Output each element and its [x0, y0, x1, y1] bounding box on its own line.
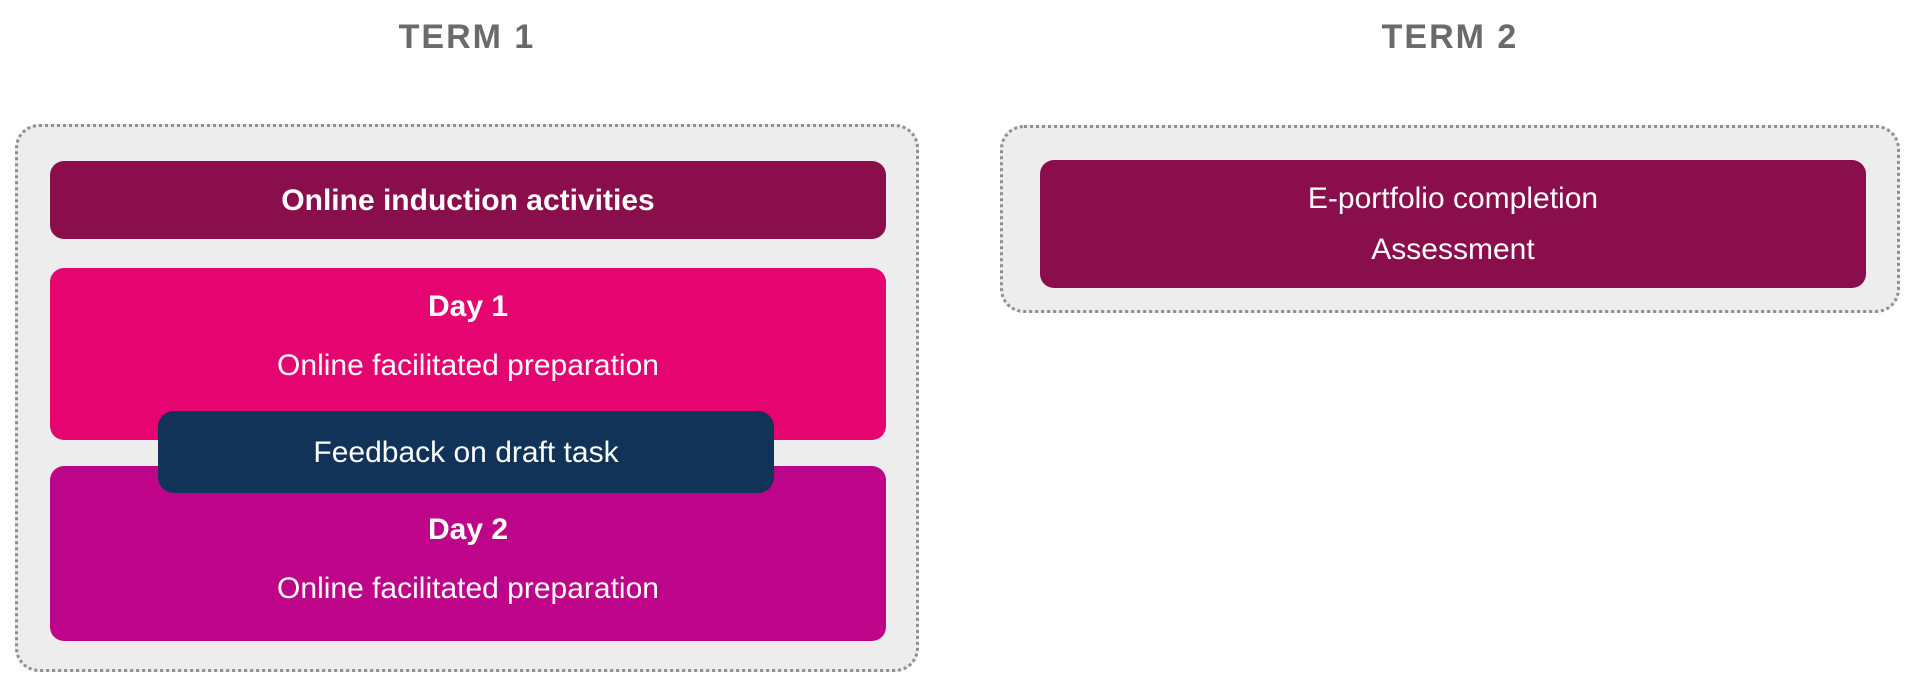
feedback-box: Feedback on draft task — [158, 411, 774, 493]
day2-box: Day 2 Online facilitated preparation — [50, 466, 886, 641]
term1-heading: TERM 1 — [398, 18, 536, 56]
term1-panel: Online induction activities Day 1 Online… — [15, 124, 919, 672]
eportfolio-line1: E-portfolio completion — [1307, 182, 1599, 215]
term2-panel: E-portfolio completion Assessment — [1000, 125, 1900, 313]
day1-subtitle: Online facilitated preparation — [277, 349, 659, 382]
online-induction-box: Online induction activities — [50, 161, 886, 239]
eportfolio-line2: Assessment — [1371, 233, 1535, 266]
day2-subtitle: Online facilitated preparation — [277, 572, 659, 605]
feedback-title: Feedback on draft task — [313, 435, 619, 469]
day2-title: Day 2 — [427, 513, 509, 546]
term2-heading: TERM 2 — [1381, 18, 1519, 56]
online-induction-title: Online induction activities — [281, 183, 655, 217]
eportfolio-box: E-portfolio completion Assessment — [1040, 160, 1866, 288]
day1-title: Day 1 — [427, 290, 509, 323]
